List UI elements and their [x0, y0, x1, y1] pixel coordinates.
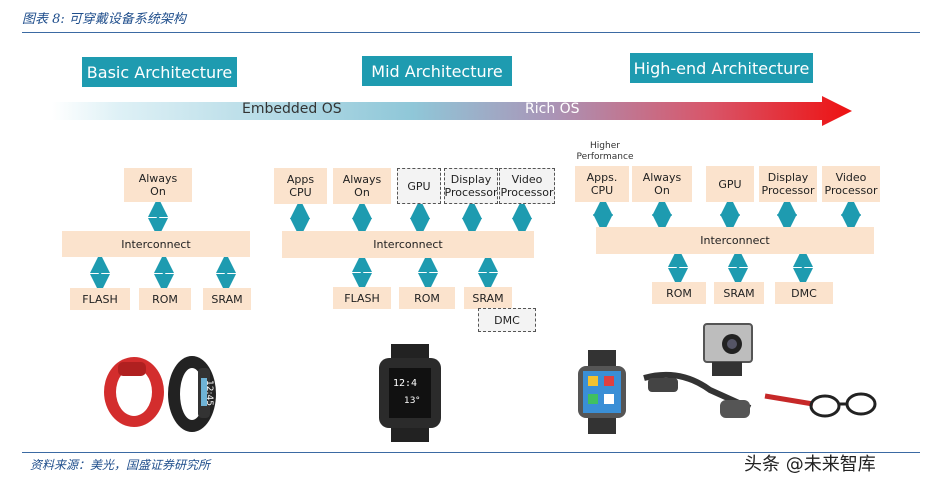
high-apps-cpu-block: Apps. CPU [575, 166, 629, 202]
smart-glasses-image [643, 371, 752, 418]
basic-rom-block: ROM [139, 288, 191, 310]
top-rule [22, 32, 920, 33]
high-gpu-block: GPU [706, 166, 754, 202]
source-note: 资料来源：美光，国盛证券研究所 [30, 458, 211, 472]
basic-architecture-title: Basic Architecture [82, 57, 237, 87]
basic-sram-block: SRAM [203, 288, 251, 310]
mid-rom-block: ROM [399, 287, 455, 309]
high-dmc-block: DMC [775, 282, 833, 304]
ar-glasses-image [764, 392, 877, 418]
embedded-os-label: Embedded OS [242, 101, 342, 117]
high-rom-block: ROM [652, 282, 706, 304]
mid-gpu-block: GPU [397, 168, 441, 204]
mid-apps-cpu-block: Apps CPU [274, 168, 327, 204]
high-sram-block: SRAM [714, 282, 764, 304]
high-display-processor-block: Display Processor [759, 166, 817, 202]
basic-always-on-block: Always On [124, 168, 192, 202]
basic-flash-block: FLASH [70, 288, 130, 310]
mid-interconnect-block: Interconnect [282, 231, 534, 258]
high-video-processor-block: Video Processor [822, 166, 880, 202]
watermark: 头条 @未来智库 [744, 454, 876, 475]
os-gradient-arrow [52, 96, 852, 126]
high-interconnect-block: Interconnect [596, 227, 874, 254]
higher-performance-note: Higher Performance [576, 141, 634, 162]
mid-sram-block: SRAM [464, 287, 512, 309]
action-camera-image [703, 323, 753, 376]
figure-caption: 图表 8: 可穿戴设备系统架构 [22, 12, 186, 27]
basic-interconnect-block: Interconnect [62, 231, 250, 257]
smartwatch-image [379, 344, 441, 442]
mid-dmc-block: DMC [478, 308, 536, 332]
watch-time: 12:4 [393, 378, 418, 389]
mid-display-processor-block: Display Processor [444, 168, 498, 204]
high-always-on-block: Always On [632, 166, 692, 202]
fitness-band-images [104, 356, 216, 432]
mid-always-on-block: Always On [333, 168, 391, 204]
rich-os-label: Rich OS [525, 101, 580, 117]
mid-video-processor-block: Video Processor [499, 168, 555, 204]
band-screen-time: 12:45 [203, 380, 214, 406]
mid-architecture-title: Mid Architecture [362, 56, 512, 86]
round-smartwatch-image [578, 350, 626, 434]
high-end-architecture-title: High-end Architecture [630, 53, 813, 83]
mid-flash-block: FLASH [333, 287, 391, 309]
watch-temp: 13° [404, 396, 420, 406]
bottom-rule [22, 452, 920, 453]
